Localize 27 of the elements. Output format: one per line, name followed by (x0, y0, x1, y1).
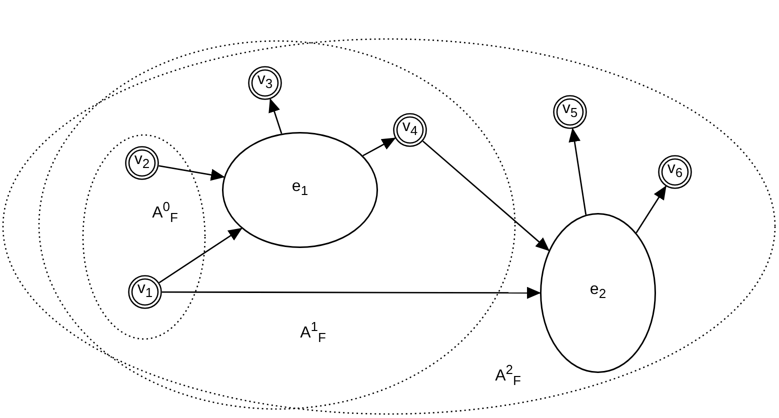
arrow (362, 138, 396, 156)
vertex-double-circle (248, 66, 282, 100)
hyperedge-label: e$_{2}$ (590, 282, 606, 300)
vertex-double-circle (393, 113, 427, 147)
vertex-label: v$_{5}$ (562, 100, 578, 120)
hyperedge-ellipse (222, 132, 378, 248)
vertex-label: v$_{2}$ (134, 152, 150, 170)
vertex-label: v$_{6}$ (667, 160, 683, 180)
dotted-set-ellipse (38, 40, 516, 410)
arrow (162, 286, 541, 299)
dotted-set-ellipse (2, 38, 776, 415)
vertex-label: v$_{1}$ (137, 280, 153, 300)
vertex-double-circle (553, 95, 587, 129)
arrow (158, 228, 242, 284)
vertex-double-circle (128, 275, 162, 309)
vertex-label: v$_{3}$ (257, 72, 273, 90)
vertex-double-circle (125, 146, 159, 180)
arrow (268, 98, 282, 134)
hyperedge-label: e$_{1}$ (292, 178, 308, 198)
arrow (568, 128, 587, 215)
vertex-double-circle (658, 155, 692, 189)
arrow (158, 165, 225, 181)
arrow (422, 140, 550, 252)
vertex-label: v$_{4}$ (402, 118, 418, 138)
dotted-set-ellipse (82, 134, 206, 340)
arrow (636, 186, 666, 234)
hyperedge-ellipse (540, 213, 656, 373)
